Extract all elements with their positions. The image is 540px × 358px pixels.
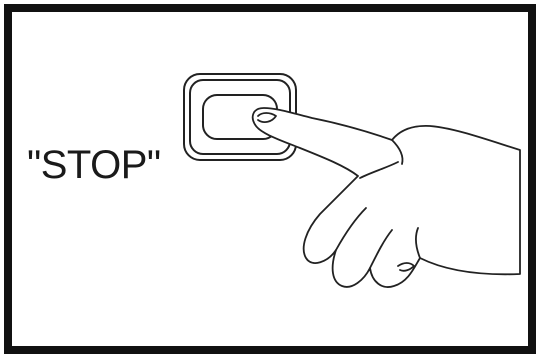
hand-outline: [253, 108, 520, 287]
stop-label: "STOP": [27, 143, 161, 187]
pressing-hand-icon: [253, 108, 520, 287]
